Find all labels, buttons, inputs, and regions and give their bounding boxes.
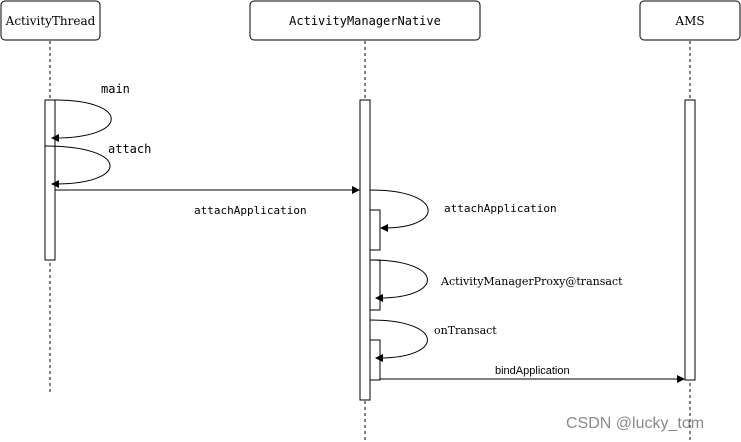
arrowhead <box>380 224 388 232</box>
message-main: main <box>51 82 130 142</box>
on-transact-activation <box>369 339 381 381</box>
message-label-attach: attach <box>108 142 151 156</box>
participant-label-ams: AMS <box>674 14 704 28</box>
arrowhead <box>375 294 383 302</box>
participant-activity-thread: ActivityThread <box>0 0 101 41</box>
message-attach: attach <box>44 142 151 188</box>
participant-label-activity-thread: ActivityThread <box>5 14 96 28</box>
participant-activity-manager-native: ActivityManagerNative <box>249 0 481 41</box>
arrowhead <box>352 186 360 194</box>
activity-manager-native-activation <box>359 99 371 401</box>
message-label-proxy-transact: ActivityManagerProxy@transact <box>440 275 623 288</box>
message-label-main: main <box>101 82 130 96</box>
message-bind-application: bindApplication <box>380 365 685 383</box>
message-label-bind-application: bindApplication <box>495 365 570 377</box>
message-on-transact: onTransact <box>369 319 497 362</box>
participant-label-activity-manager-native: ActivityManagerNative <box>289 14 441 28</box>
arrowhead <box>375 354 383 362</box>
ams-activation <box>684 99 696 381</box>
arrowhead <box>51 180 59 188</box>
activity-thread-activation <box>44 99 56 261</box>
proxy-transact-activation <box>369 259 381 311</box>
message-label-attach-application-call: attachApplication <box>194 204 307 217</box>
message-attach-application-call: attachApplication <box>55 186 360 217</box>
message-proxy-transact: ActivityManagerProxy@transact <box>369 259 623 302</box>
attach-application-activation <box>369 209 381 251</box>
participant-ams: AMS <box>639 0 741 41</box>
arrowhead <box>51 134 59 142</box>
watermark-text: CSDN @lucky_tom <box>566 415 704 432</box>
message-attach-application-self: attachApplication <box>369 189 557 232</box>
arrowhead <box>677 375 685 383</box>
message-label-attach-application-self: attachApplication <box>444 202 557 215</box>
message-label-on-transact: onTransact <box>434 324 497 337</box>
